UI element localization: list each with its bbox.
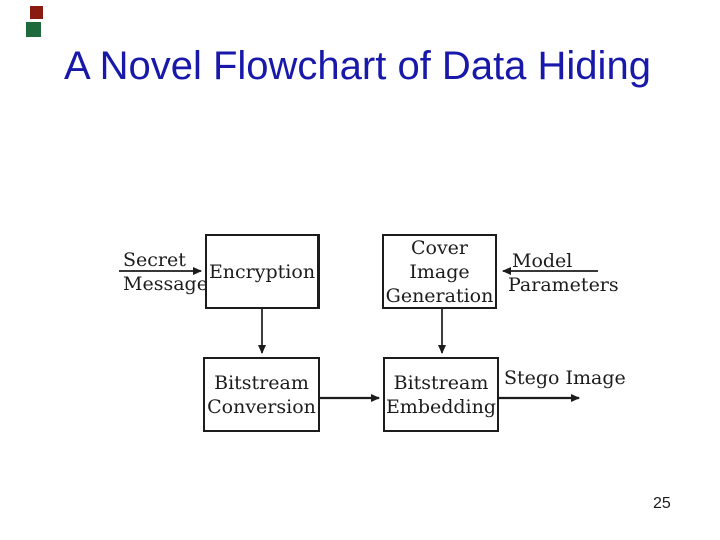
node-cover-image-generation: Cover Image Generation [382,234,497,309]
page-number: 25 [653,495,671,512]
edge-label-model: Model [512,250,573,272]
node-cover-label-line1: Cover Image [409,236,470,283]
template-accent-green-mark [26,22,41,37]
edge-label-message: Message [123,273,208,295]
node-conversion-label-line1: Bitstream [214,371,309,394]
node-bitstream-conversion: Bitstream Conversion [203,357,320,432]
node-embedding-label-line1: Bitstream [393,371,489,394]
template-accent-red-mark [30,6,43,19]
node-embedding-label-line2: Embedding [385,395,497,418]
edge-label-secret: Secret [123,249,186,271]
edge-label-stego-image: Stego Image [504,367,626,389]
edge-label-parameters: Parameters [508,274,619,296]
node-encryption: Encryption [205,234,320,309]
slide-title: A Novel Flowchart of Data Hiding [64,44,651,88]
node-cover-label-line2: Generation [385,284,494,307]
node-encryption-label: Encryption [208,260,316,283]
node-conversion-label-line2: Conversion [207,395,316,418]
node-bitstream-embedding: Bitstream Embedding [383,357,499,432]
